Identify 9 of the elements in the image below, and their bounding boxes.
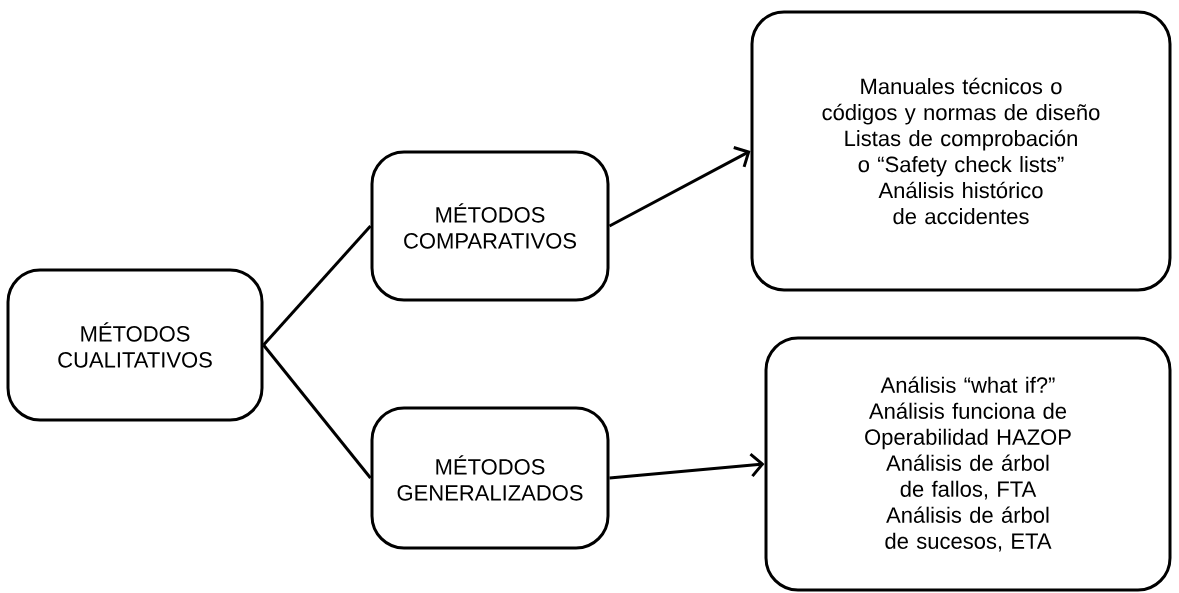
method-box: MÉTODOS GENERALIZADOS bbox=[370, 406, 610, 550]
arrow bbox=[608, 146, 751, 228]
category-box: MÉTODOS CUALITATIVOS bbox=[6, 268, 264, 422]
method-box: MÉTODOS COMPARATIVOS bbox=[370, 150, 610, 302]
arrow bbox=[609, 453, 765, 480]
list-box: Manuales técnicos o códigos y normas de diseño Listas de comprobación o “Safety check lists” Análisis histórico de accidentes bbox=[750, 10, 1172, 292]
list-box: Análisis “what if?” Análisis funciona de Operabilidad HAZOP Análisis de árbol de fallos, FTA Análisis de árbol de sucesos, ETA bbox=[764, 336, 1172, 592]
connector-line bbox=[262, 344, 372, 479]
connector-line bbox=[262, 225, 372, 346]
